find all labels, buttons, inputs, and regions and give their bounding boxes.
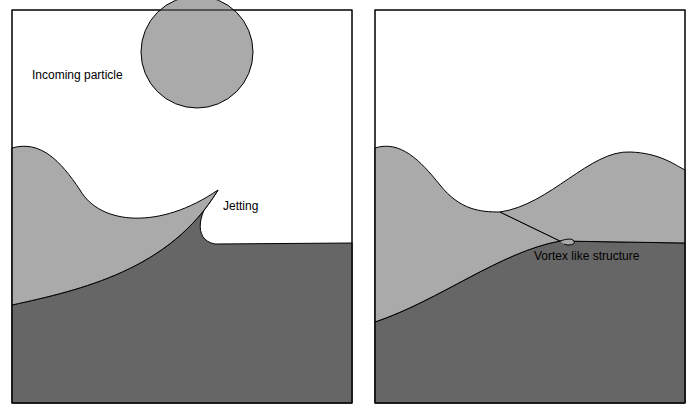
callout-label: Incoming particle <box>32 68 123 82</box>
vortex-curl <box>560 239 574 245</box>
callout-label: Jetting <box>223 199 258 213</box>
particle-circle <box>141 0 253 108</box>
panel-border <box>12 10 352 403</box>
panel-border <box>375 10 685 403</box>
deformed-particle <box>12 146 218 305</box>
deformed-particle <box>500 152 685 243</box>
deformed-particle <box>375 146 560 322</box>
panel-frame <box>375 10 685 403</box>
callout-label: Vortex like structure <box>534 249 639 263</box>
